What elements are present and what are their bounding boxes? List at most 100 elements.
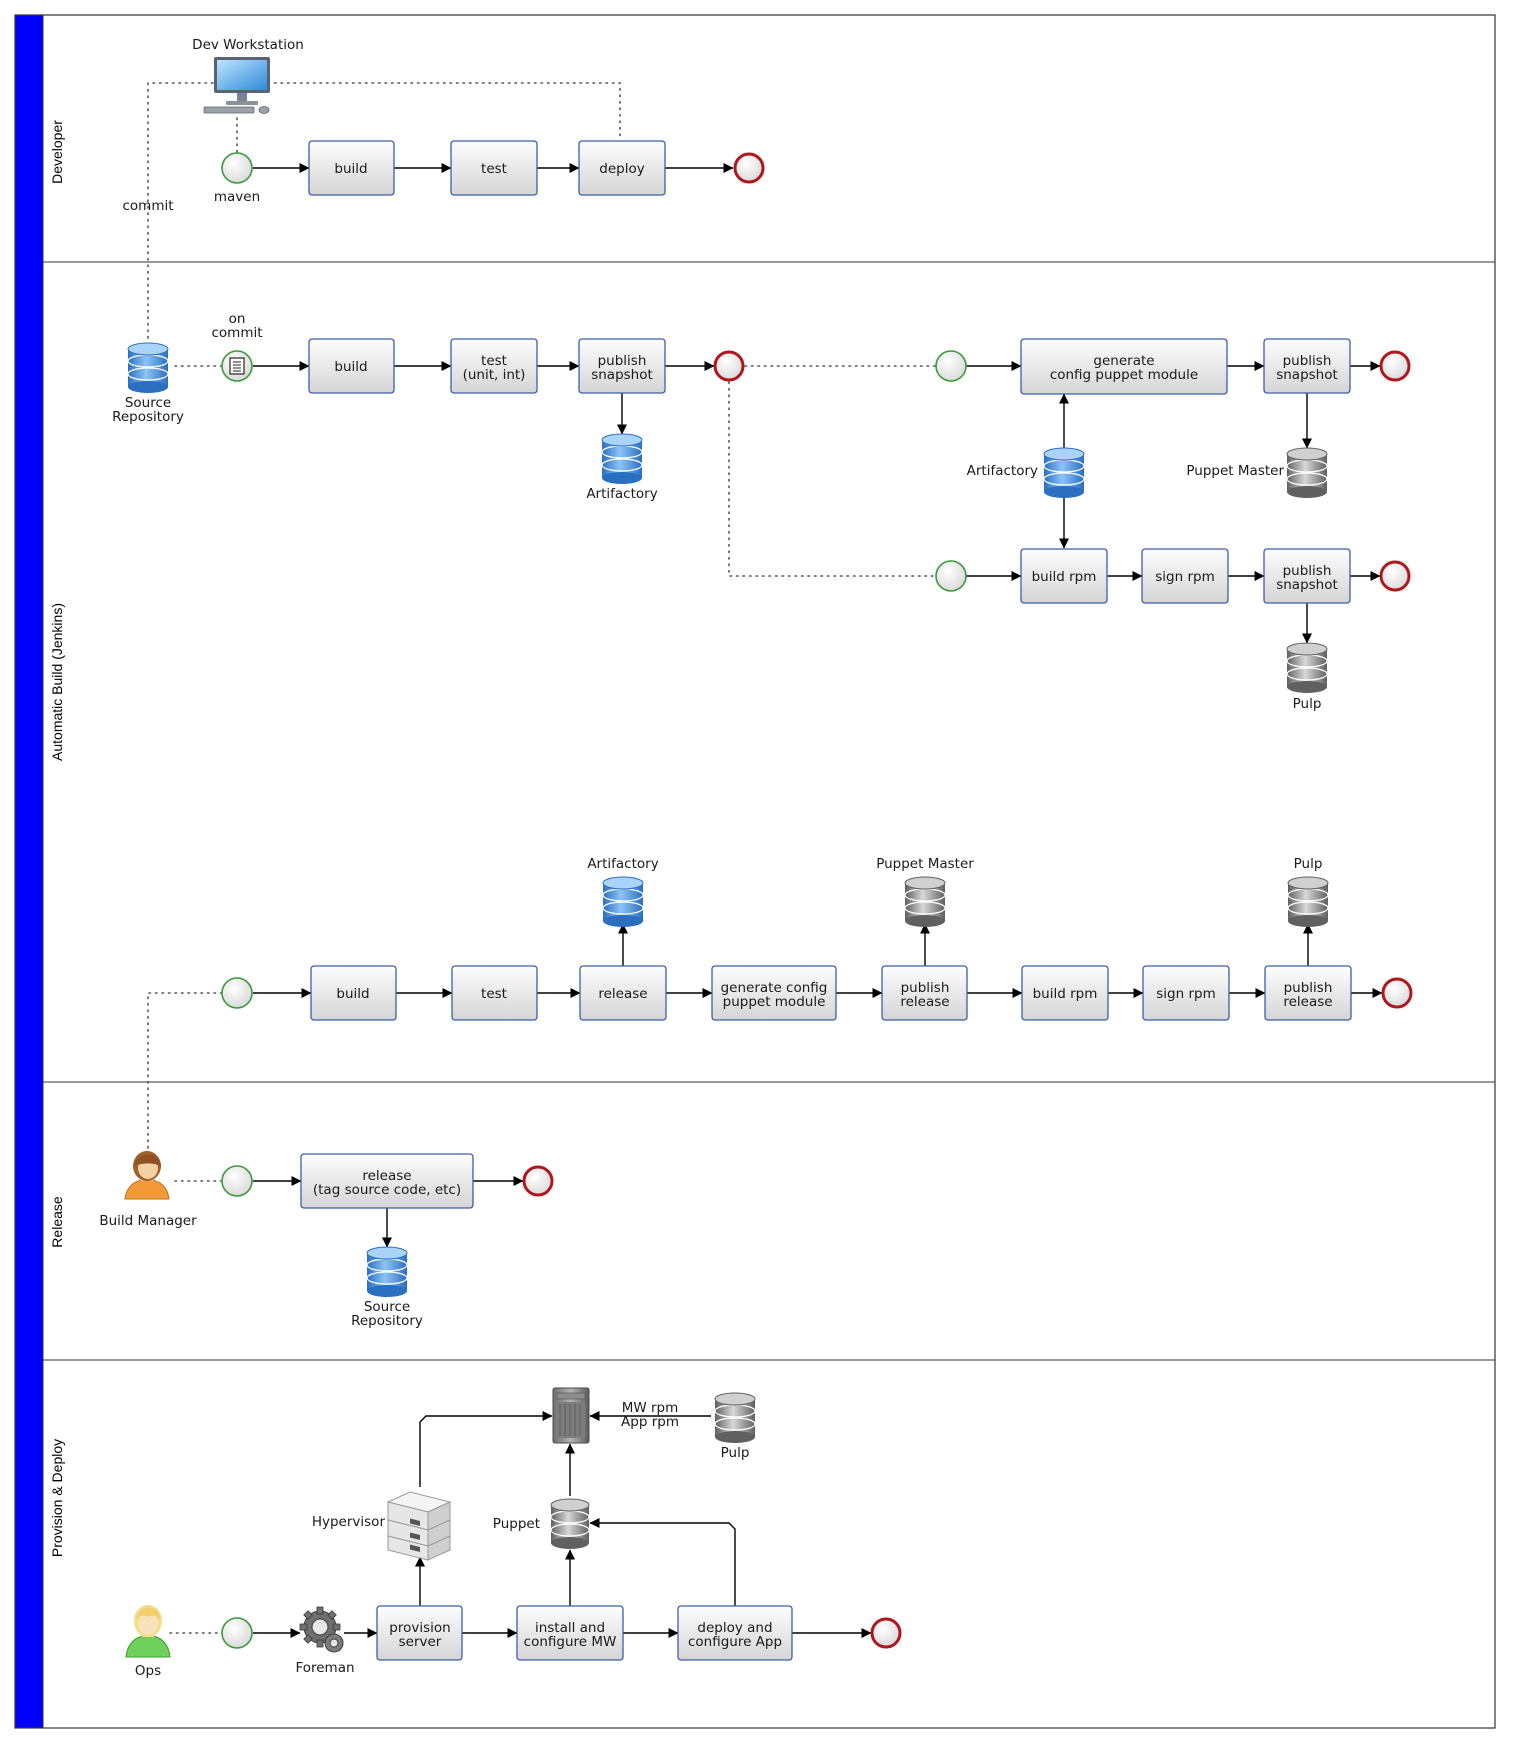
- data-stores: [127, 342, 1329, 1549]
- task-publish-release[interactable]: publish release: [881, 965, 968, 1021]
- task-install-configure-mw[interactable]: install and configure MW: [516, 1605, 624, 1661]
- task-label: snapshot: [591, 367, 653, 383]
- database-icon-puppet-master: [904, 876, 946, 927]
- flow: [419, 1411, 553, 1487]
- task-deploy-configure-app[interactable]: deploy and configure App: [677, 1605, 793, 1661]
- pulp-label: Pulp: [1294, 856, 1323, 872]
- database-icon-source-repository: [366, 1246, 408, 1297]
- task-test[interactable]: test: [451, 965, 538, 1021]
- artifactory-label: Artifactory: [587, 856, 658, 872]
- task-sign-rpm[interactable]: sign rpm: [1141, 548, 1229, 604]
- task-build-rpm[interactable]: build rpm: [1020, 548, 1108, 604]
- maven-label: maven: [214, 189, 260, 205]
- association-to-rpm-flow: [728, 381, 939, 577]
- task-build[interactable]: build: [308, 338, 395, 394]
- app-rpm-label: App rpm: [621, 1414, 679, 1430]
- lane-label-developer: Developer: [49, 120, 65, 184]
- task-label: release: [1283, 994, 1332, 1010]
- mw-rpm-label: MW rpm: [622, 1400, 679, 1416]
- task-label: build rpm: [1033, 986, 1098, 1002]
- task-label: configure App: [688, 1634, 782, 1650]
- end-event: [1381, 977, 1413, 1009]
- task-label: release: [900, 994, 949, 1010]
- task-build[interactable]: build: [308, 140, 395, 196]
- task-build-rpm[interactable]: build rpm: [1021, 965, 1109, 1021]
- on-commit-label: commit: [211, 325, 262, 341]
- commit-label: commit: [122, 198, 173, 214]
- database-icon-puppet: [550, 1498, 590, 1549]
- end-event: [1379, 560, 1411, 592]
- task-deploy[interactable]: deploy: [578, 140, 666, 196]
- on-commit-label: on: [229, 311, 246, 327]
- task-publish-snapshot[interactable]: publish snapshot: [1263, 338, 1351, 394]
- flows: [253, 163, 1383, 1638]
- foreman-label: Foreman: [295, 1660, 354, 1676]
- start-event: [935, 560, 967, 592]
- task-release-tag-source[interactable]: release (tag source code, etc): [300, 1153, 474, 1209]
- task-build[interactable]: build: [310, 965, 397, 1021]
- task-label: publish: [1283, 353, 1332, 369]
- task-label: build: [334, 359, 367, 375]
- start-event: [935, 350, 967, 382]
- task-label: config puppet module: [1050, 367, 1198, 383]
- task-generate-config-puppet-module[interactable]: generate config puppet module: [711, 965, 837, 1021]
- association-build-manager: [147, 992, 223, 1149]
- task-publish-snapshot[interactable]: publish snapshot: [1263, 548, 1351, 604]
- desktop-computer-icon: [203, 57, 270, 114]
- dev-workstation-label: Dev Workstation: [192, 37, 304, 53]
- end-event: [733, 152, 765, 184]
- task-label: test: [481, 986, 507, 1002]
- end-event: [522, 1165, 554, 1197]
- lane-label-automatic-build: Automatic Build (Jenkins): [49, 603, 65, 761]
- task-provision-server[interactable]: provision server: [376, 1605, 463, 1661]
- end-event: [870, 1617, 902, 1649]
- association-commit: [147, 82, 214, 344]
- end-event: [713, 350, 745, 382]
- task-label: generate: [1093, 353, 1154, 369]
- task-release[interactable]: release: [579, 965, 667, 1021]
- task-label: provision: [389, 1620, 450, 1636]
- pool-border: [14, 14, 1496, 1729]
- task-label: release: [598, 986, 647, 1002]
- build-manager-label: Build Manager: [99, 1213, 197, 1229]
- task-label: install and: [535, 1620, 605, 1636]
- task-label: build rpm: [1032, 569, 1097, 585]
- task-label: publish: [598, 353, 647, 369]
- task-label: puppet module: [723, 994, 826, 1010]
- task-label: build: [334, 161, 367, 177]
- task-sign-rpm[interactable]: sign rpm: [1142, 965, 1230, 1021]
- association-deploy: [267, 82, 621, 141]
- labels: Dev Workstation maven commit on commit S…: [99, 37, 1322, 1679]
- task-label: sign rpm: [1155, 569, 1214, 585]
- events: [221, 152, 1413, 1649]
- task-test[interactable]: test: [450, 140, 538, 196]
- task-label: publish: [1284, 980, 1333, 996]
- source-repository-label: Repository: [351, 1313, 423, 1329]
- associations: [147, 82, 939, 1634]
- database-icon-puppet-master: [1286, 447, 1328, 498]
- database-icon-source-repository: [127, 342, 169, 393]
- task-publish-snapshot[interactable]: publish snapshot: [578, 338, 666, 394]
- hypervisor-label: Hypervisor: [312, 1514, 386, 1530]
- task-publish-release[interactable]: publish release: [1264, 965, 1352, 1021]
- source-repository-label: Source: [125, 395, 171, 411]
- task-label: sign rpm: [1156, 986, 1215, 1002]
- start-event: [221, 1165, 253, 1197]
- ops-label: Ops: [135, 1663, 161, 1679]
- task-label: publish: [901, 980, 950, 996]
- database-icon-artifactory: [602, 876, 644, 927]
- task-generate-config-puppet-module[interactable]: generate config puppet module: [1020, 338, 1228, 395]
- task-test-unit-int[interactable]: test (unit, int): [450, 338, 538, 394]
- tasks: build test deploy build test (unit, int)…: [300, 140, 1352, 1661]
- task-label: (tag source code, etc): [313, 1182, 461, 1198]
- document-icon: [229, 357, 245, 375]
- task-label: deploy and: [697, 1620, 772, 1636]
- task-label: configure MW: [524, 1634, 617, 1650]
- end-event: [1379, 350, 1411, 382]
- puppet-master-label: Puppet Master: [1186, 463, 1284, 479]
- source-repository-label: Source: [364, 1299, 410, 1315]
- flow: [589, 1518, 736, 1606]
- task-label: generate config: [721, 980, 828, 996]
- pool-header-bar: [15, 15, 43, 1728]
